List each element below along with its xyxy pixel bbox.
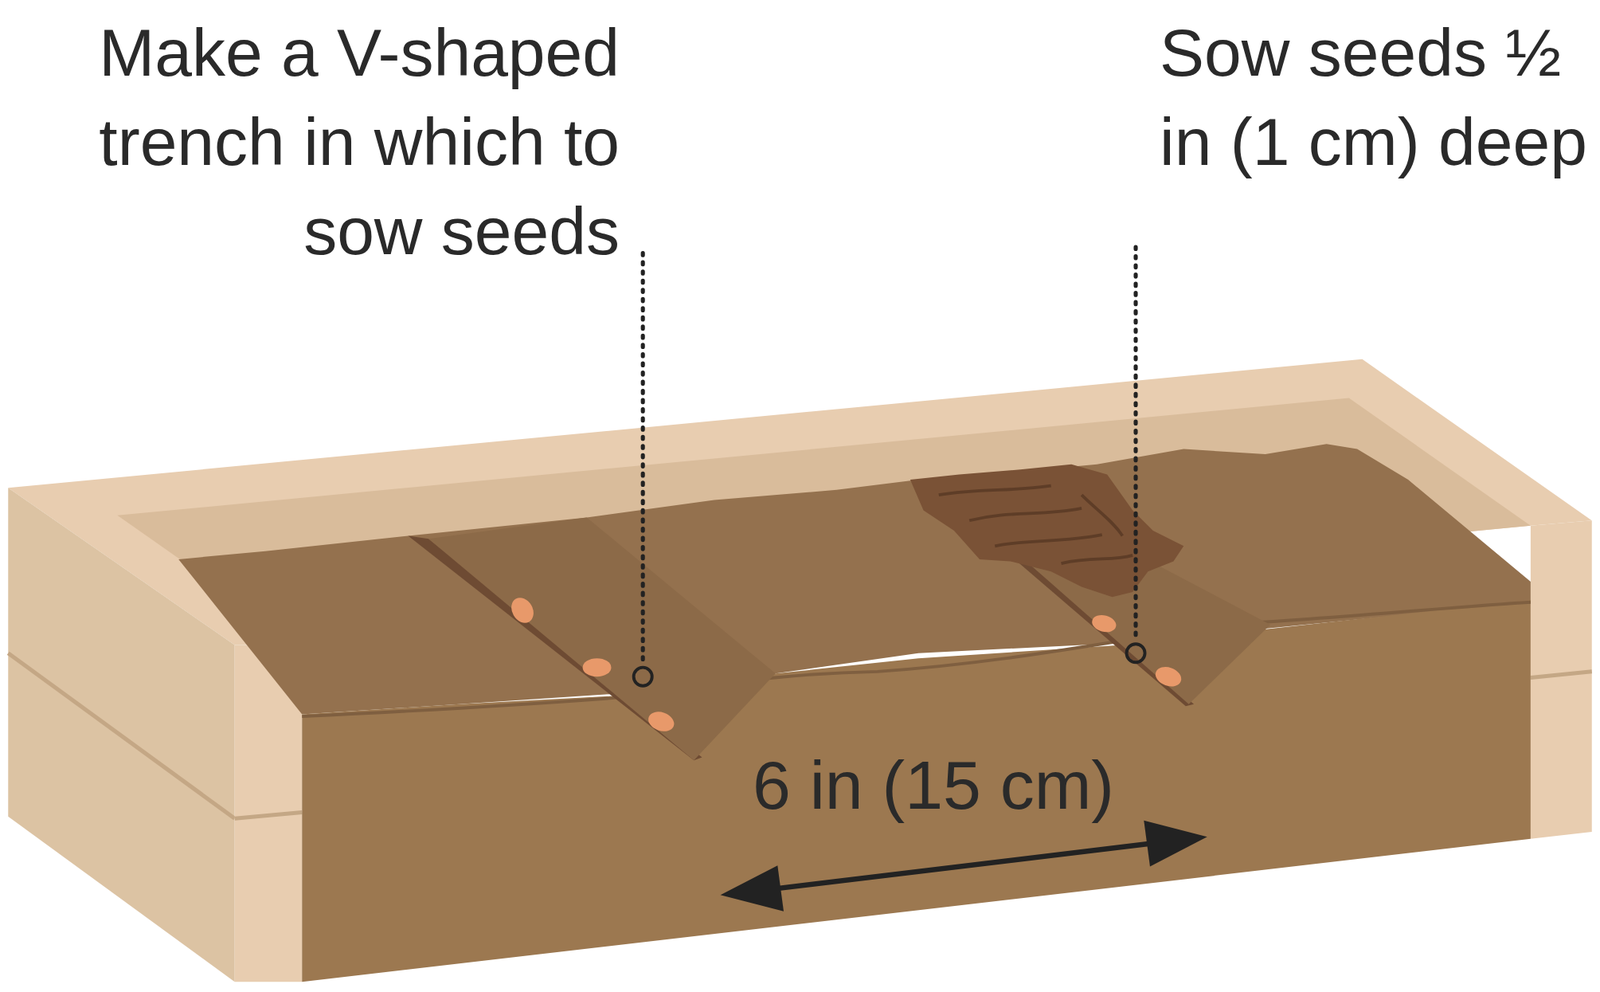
callout-label: Sow seeds ½ in (1 cm) deep — [1159, 7, 1590, 187]
trench-face — [428, 516, 776, 760]
leader-dot — [633, 667, 653, 686]
arrowhead — [1143, 820, 1207, 867]
covering-soil — [910, 464, 1184, 598]
dimension-line — [765, 841, 1164, 890]
soil-texture — [938, 485, 1133, 564]
seed — [507, 593, 539, 627]
arrowhead — [720, 864, 784, 912]
soil-front — [301, 599, 1531, 982]
seed — [645, 708, 677, 735]
plank-seam — [234, 812, 303, 819]
seed — [1152, 663, 1184, 690]
plank-seam — [1530, 671, 1593, 678]
dimension-label: 6 in (15 cm) — [752, 744, 1118, 825]
seed — [1090, 612, 1119, 635]
leader-line — [1133, 246, 1138, 642]
leader-line — [641, 253, 646, 666]
callout-label: Make a V-shaped trench in which to sow s… — [9, 7, 620, 276]
right-end-strip — [1530, 520, 1593, 839]
soil-stratum — [301, 602, 1531, 716]
plank-seam — [7, 653, 235, 818]
leader-dot — [1126, 643, 1146, 662]
seed — [582, 657, 612, 677]
